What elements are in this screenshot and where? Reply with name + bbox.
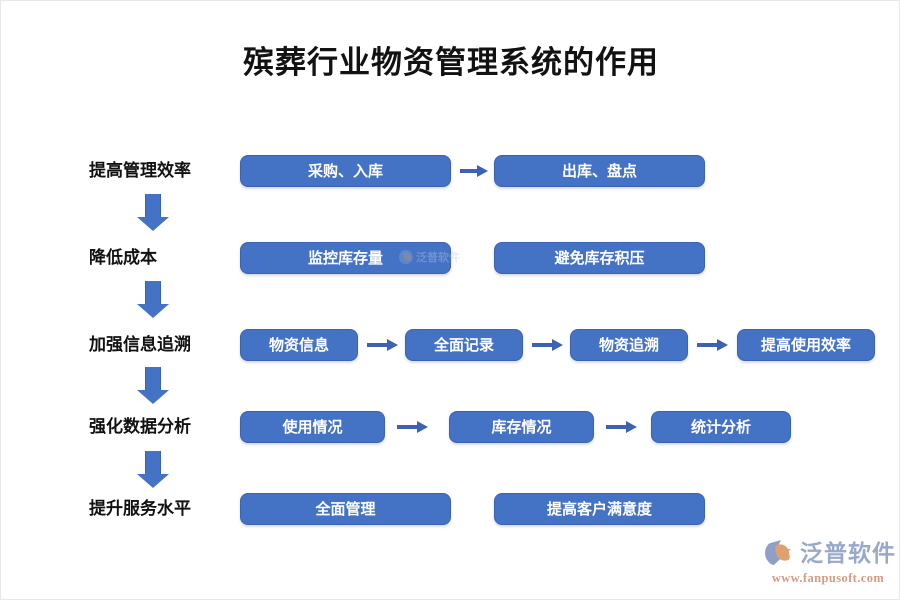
flow-row-4: 强化数据分析 使用情况 库存情况 统计分析 xyxy=(1,407,899,447)
logo-row: 泛普软件 xyxy=(765,536,895,570)
brand-logo: 泛普软件 www.fanpusoft.com xyxy=(765,536,895,592)
arrow-down-icon xyxy=(137,451,169,488)
flow-box-3-3[interactable]: 物资追溯 xyxy=(570,329,688,361)
row-label-3: 加强信息追溯 xyxy=(89,335,191,354)
arrow-right-icon xyxy=(697,339,729,351)
flow-box-3-1[interactable]: 物资信息 xyxy=(240,329,358,361)
arrow-right-icon xyxy=(532,339,564,351)
flow-box-5-2[interactable]: 提高客户满意度 xyxy=(494,493,705,525)
flow-box-4-2[interactable]: 库存情况 xyxy=(449,411,594,443)
flow-box-5-1[interactable]: 全面管理 xyxy=(240,493,451,525)
flow-box-4-1[interactable]: 使用情况 xyxy=(240,411,385,443)
flow-box-2-1[interactable]: 监控库存量 xyxy=(240,242,451,274)
flow-box-1-2[interactable]: 出库、盘点 xyxy=(494,155,705,187)
flow-box-2-2[interactable]: 避免库存积压 xyxy=(494,242,705,274)
logo-url: www.fanpusoft.com xyxy=(771,571,885,585)
arrow-right-icon xyxy=(460,165,488,177)
flow-box-3-2[interactable]: 全面记录 xyxy=(405,329,523,361)
flow-row-3: 加强信息追溯 物资信息 全面记录 物资追溯 提高使用效率 xyxy=(1,325,899,365)
page-title: 殡葬行业物资管理系统的作用 xyxy=(243,45,659,80)
flow-row-2: 降低成本 监控库存量 避免库存积压 xyxy=(1,238,899,278)
arrow-down-icon xyxy=(137,281,169,318)
row-label-2: 降低成本 xyxy=(89,248,157,267)
flow-row-5: 提升服务水平 全面管理 提高客户满意度 xyxy=(1,489,899,529)
arrow-right-icon xyxy=(367,339,399,351)
fanpu-logo-icon xyxy=(765,538,795,568)
arrow-right-icon xyxy=(397,421,429,433)
flow-box-4-3[interactable]: 统计分析 xyxy=(651,411,791,443)
row-label-5: 提升服务水平 xyxy=(89,499,191,518)
row-label-1: 提高管理效率 xyxy=(89,161,191,180)
flow-box-1-1[interactable]: 采购、入库 xyxy=(240,155,451,187)
flow-box-3-4[interactable]: 提高使用效率 xyxy=(737,329,875,361)
logo-name: 泛普软件 xyxy=(800,540,896,566)
arrow-down-icon xyxy=(137,367,169,404)
arrow-right-icon xyxy=(606,421,638,433)
row-label-4: 强化数据分析 xyxy=(89,417,191,436)
arrow-down-icon xyxy=(137,194,169,231)
flow-row-1: 提高管理效率 采购、入库 出库、盘点 xyxy=(1,151,899,191)
